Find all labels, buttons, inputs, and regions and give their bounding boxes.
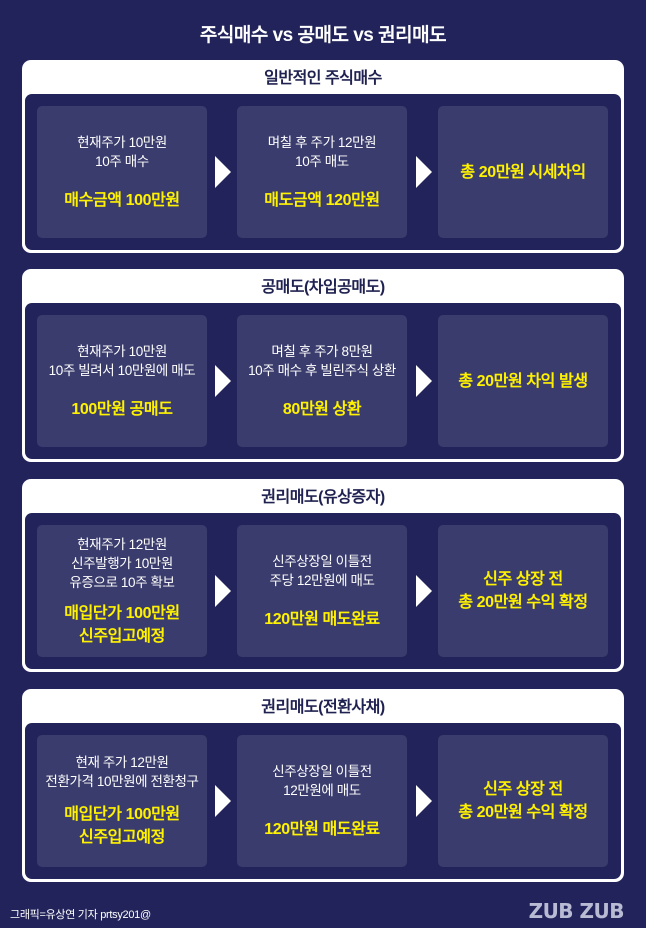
box-highlight: 총 20만원 차익 발생 — [458, 372, 588, 390]
section-title: 공매도(차입공매도) — [261, 279, 385, 296]
arrow-right-icon — [416, 785, 432, 817]
section-title: 권리매도(전환사채) — [261, 699, 385, 716]
result-box: 신주 상장 전 총 20만원 수익 확정 — [438, 735, 608, 867]
graphic-credit: 그래픽=유상연 기자 prtsy201@ — [10, 909, 151, 921]
box-text: 신주발행가 10만원 — [71, 555, 173, 571]
section-panel: 현재주가 10만원 10주 빌려서 10만원에 매도 100만원 공매도 며칠 … — [25, 303, 621, 459]
section-short-selling: 공매도(차입공매도) 현재주가 10만원 10주 빌려서 10만원에 매도 10… — [22, 269, 624, 462]
box-text: 유증으로 10주 확보 — [69, 574, 175, 590]
step-box-1: 현재주가 10만원 10주 매수 매수금액 100만원 — [37, 106, 207, 238]
box-text: 10주 빌려서 10만원에 매도 — [48, 362, 196, 378]
arrow-right-icon — [416, 365, 432, 397]
section-general-stock-buy: 일반적인 주식매수 현재주가 10만원 10주 매수 매수금액 100만원 며칠… — [22, 60, 624, 253]
box-highlight: 120만원 매도완료 — [264, 820, 380, 838]
box-text: 며칠 후 주가 12만원 — [267, 134, 377, 150]
step-box-2: 며칠 후 주가 12만원 10주 매도 매도금액 120만원 — [237, 106, 407, 238]
box-text: 신주상장일 이틀전 — [272, 553, 372, 569]
section-title: 권리매도(유상증자) — [261, 489, 385, 506]
arrow-right-icon — [215, 156, 231, 188]
box-text: 10주 매도 — [295, 153, 349, 169]
box-highlight: 총 20만원 수익 확정 — [458, 594, 588, 611]
arrow-right-icon — [416, 156, 432, 188]
box-text: 며칠 후 주가 8만원 — [271, 343, 373, 359]
box-highlight: 총 20만원 시세차익 — [460, 163, 586, 181]
box-text: 신주상장일 이틀전 — [272, 763, 372, 779]
result-box: 총 20만원 시세차익 — [438, 106, 608, 238]
section-title: 일반적인 주식매수 — [264, 70, 382, 87]
box-highlight: 120만원 매도완료 — [264, 610, 380, 628]
box-text: 현재주가 10만원 — [77, 343, 167, 359]
step-box-2: 신주상장일 이틀전 주당 12만원에 매도 120만원 매도완료 — [237, 525, 407, 657]
arrow-right-icon — [416, 575, 432, 607]
box-text: 현재 주가 12만원 — [75, 755, 169, 770]
box-text: 현재주가 12만원 — [77, 536, 167, 552]
box-highlight: 매입단가 100만원 — [64, 806, 180, 823]
box-highlight: 총 20만원 수익 확정 — [458, 804, 588, 821]
box-highlight: 매도금액 120만원 — [264, 191, 380, 209]
box-highlight: 매입단가 100만원 — [64, 604, 180, 622]
step-box-1: 현재주가 12만원 신주발행가 10만원 유증으로 10주 확보 매입단가 10… — [37, 525, 207, 657]
box-highlight: 신주 상장 전 — [483, 571, 563, 588]
step-box-2: 신주상장일 이틀전 12만원에 매도 120만원 매도완료 — [237, 735, 407, 867]
section-rights-sale-rights-offering: 권리매도(유상증자) 현재주가 12만원 신주발행가 10만원 유증으로 10주… — [22, 479, 624, 672]
result-box: 신주 상장 전 총 20만원 수익 확정 — [438, 525, 608, 657]
box-highlight: 매수금액 100만원 — [64, 191, 180, 209]
step-box-1: 현재주가 10만원 10주 빌려서 10만원에 매도 100만원 공매도 — [37, 315, 207, 447]
page-title: 주식매수 vs 공매도 vs 권리매도 — [199, 25, 447, 46]
arrow-right-icon — [215, 575, 231, 607]
section-panel: 현재주가 12만원 신주발행가 10만원 유증으로 10주 확보 매입단가 10… — [25, 513, 621, 669]
result-box: 총 20만원 차익 발생 — [438, 315, 608, 447]
arrow-right-icon — [215, 785, 231, 817]
box-text: 10주 매수 후 빌린주식 상환 — [248, 362, 396, 378]
box-text: 전환가격 10만원에 전환청구 — [45, 774, 199, 789]
section-panel: 현재 주가 12만원 전환가격 10만원에 전환청구 매입단가 100만원 신주… — [25, 723, 621, 879]
box-highlight: 신주입고예정 — [79, 627, 165, 645]
section-panel: 현재주가 10만원 10주 매수 매수금액 100만원 며칠 후 주가 12만원… — [25, 94, 621, 250]
box-highlight: 100만원 공매도 — [71, 400, 173, 418]
section-rights-sale-convertible-bond: 권리매도(전환사채) 현재 주가 12만원 전환가격 10만원에 전환청구 매입… — [22, 689, 624, 882]
step-box-1: 현재 주가 12만원 전환가격 10만원에 전환청구 매입단가 100만원 신주… — [37, 735, 207, 867]
box-highlight: 80만원 상환 — [282, 400, 362, 418]
box-highlight: 신주 상장 전 — [483, 781, 563, 798]
box-text: 12만원에 매도 — [283, 782, 361, 798]
arrow-right-icon — [215, 365, 231, 397]
box-highlight: 신주입고예정 — [79, 829, 165, 846]
brand-logo: ZUB ZUB — [528, 899, 625, 923]
box-text: 주당 12만원에 매도 — [269, 572, 375, 588]
step-box-2: 며칠 후 주가 8만원 10주 매수 후 빌린주식 상환 80만원 상환 — [237, 315, 407, 447]
box-text: 현재주가 10만원 — [77, 134, 167, 150]
box-text: 10주 매수 — [95, 153, 149, 169]
